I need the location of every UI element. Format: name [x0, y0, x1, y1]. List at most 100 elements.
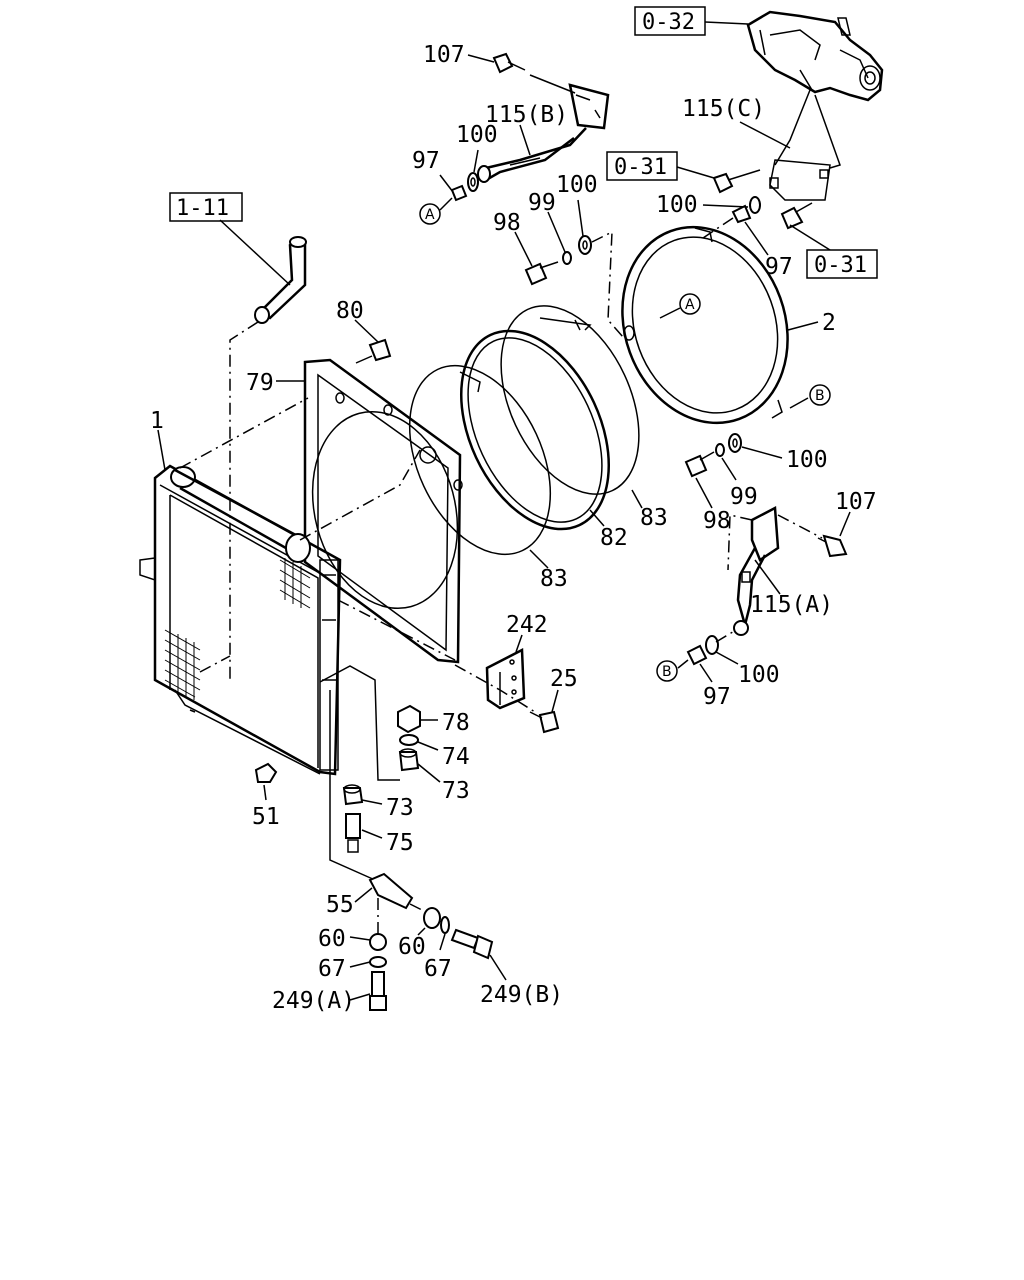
callout-51: 51: [252, 804, 280, 830]
leader-1: [157, 429, 166, 471]
mount-bracket-path: [319, 665, 400, 781]
circle-ref-b-ring[interactable]: B: [809, 384, 831, 406]
upper-hose-1-11: [254, 236, 307, 324]
circle-ref-b-lower[interactable]: B: [656, 660, 678, 682]
leader-99-a: [547, 211, 566, 253]
bolt-80: [355, 338, 392, 364]
bracket-242-path: [454, 664, 536, 713]
callout-97-b: 97: [765, 254, 793, 280]
leader-75: [361, 829, 383, 839]
leader-55: [354, 887, 373, 903]
leader-100-c: [702, 204, 749, 208]
collar-97-a: [450, 184, 468, 202]
leader-0-32: [704, 21, 749, 25]
leader-97-b: [744, 221, 769, 256]
hose-path: [229, 321, 259, 680]
washer-100-e: [705, 635, 719, 655]
callout-75: 75: [386, 830, 414, 856]
callout-100-c: 100: [656, 192, 698, 218]
radiator-core-1: [139, 464, 342, 776]
leader-b-ring: [789, 397, 809, 409]
radiator-mesh: [164, 558, 311, 700]
bolt-107-lower: [817, 534, 848, 558]
leader-98-b: [695, 477, 713, 509]
rubber-seal-83-rear: [500, 305, 640, 495]
callout-25: 25: [550, 666, 578, 692]
callout-107-lower: 107: [835, 489, 877, 515]
collar-97-c: [686, 644, 708, 666]
callout-99-b: 99: [730, 484, 758, 510]
callout-67-left: 67: [318, 956, 346, 982]
ref-box-0-31-right[interactable]: 0-31: [806, 249, 878, 279]
leader-83-b: [529, 549, 549, 569]
callout-74: 74: [442, 744, 470, 770]
leader-99-b: [721, 457, 737, 481]
callout-99-a: 99: [528, 190, 556, 216]
ref-box-0-32-label: 0-32: [642, 10, 695, 35]
circle-ref-a-ring[interactable]: A: [679, 293, 701, 315]
callout-100-b: 100: [556, 172, 598, 198]
leader-82: [589, 509, 605, 527]
circle-ref-b-lower-label: B: [662, 664, 672, 680]
leader-25: [551, 689, 559, 713]
callout-98-b: 98: [703, 508, 731, 534]
callout-242: 242: [506, 612, 548, 638]
circle-ref-a-upper[interactable]: A: [419, 203, 441, 225]
water-pump-housing: [746, 10, 884, 102]
leader-73-a: [417, 763, 441, 783]
callout-83-b: 83: [540, 566, 568, 592]
washer-99-a: [562, 251, 572, 265]
callout-115b: 115(B): [485, 102, 568, 128]
washer-99-b: [715, 443, 725, 457]
ref-box-1-11[interactable]: 1-11: [169, 192, 243, 222]
collar-97-c-path: [715, 629, 737, 643]
callout-107-top: 107: [423, 42, 465, 68]
core-to-shroud-bottom: [337, 599, 456, 661]
bolt-249b: [450, 928, 494, 960]
bolt-0-31-right: [780, 202, 813, 230]
ref-box-0-32[interactable]: 0-32: [634, 6, 706, 36]
callout-67-right: 67: [424, 956, 452, 982]
callout-73-a: 73: [442, 778, 470, 804]
callout-73-b: 73: [386, 795, 414, 821]
callout-80: 80: [336, 298, 364, 324]
callout-249a: 249(A): [272, 988, 355, 1014]
ref-box-0-31-top-label: 0-31: [614, 155, 667, 180]
leader-83-a: [631, 489, 643, 509]
ref-box-0-31-top[interactable]: 0-31: [606, 151, 678, 181]
leader-a-ring: [659, 307, 681, 319]
leader-a-upper: [439, 197, 453, 211]
cushion-73-upper: [398, 748, 420, 772]
leader-107-lower: [839, 511, 851, 537]
bolt-0-31-top: [712, 169, 761, 194]
bracket-115b: [477, 83, 610, 183]
washer-100-b: [578, 235, 592, 255]
callout-82: 82: [600, 525, 628, 551]
leader-60-right: [417, 927, 426, 936]
leader-100-e: [715, 651, 739, 665]
ref-box-1-11-label: 1-11: [176, 196, 229, 221]
callout-115a: 115(A): [750, 592, 833, 618]
washer-67-left: [369, 956, 387, 968]
bracket-115a: [727, 506, 780, 636]
drain-cock-51: [254, 762, 278, 783]
washer-100-c: [749, 196, 761, 214]
callout-55: 55: [326, 892, 354, 918]
drain-fitting-55: [368, 872, 414, 910]
bolt-98-a: [524, 261, 559, 286]
callout-78: 78: [442, 710, 470, 736]
leader-0-31-right: [789, 224, 831, 251]
callout-1: 1: [150, 408, 164, 434]
washer-67-right: [440, 916, 450, 934]
leader-67-left: [349, 961, 371, 968]
leader-242: [515, 634, 523, 653]
washer-74: [399, 734, 419, 746]
leader-60-left: [349, 936, 371, 941]
washer-100-d: [728, 433, 742, 453]
callout-2: 2: [822, 310, 836, 336]
core-left-lower: [199, 655, 231, 673]
circle-ref-a-ring-label: A: [685, 297, 695, 313]
callout-60-right: 60: [398, 934, 426, 960]
leader-73-b: [361, 799, 383, 805]
